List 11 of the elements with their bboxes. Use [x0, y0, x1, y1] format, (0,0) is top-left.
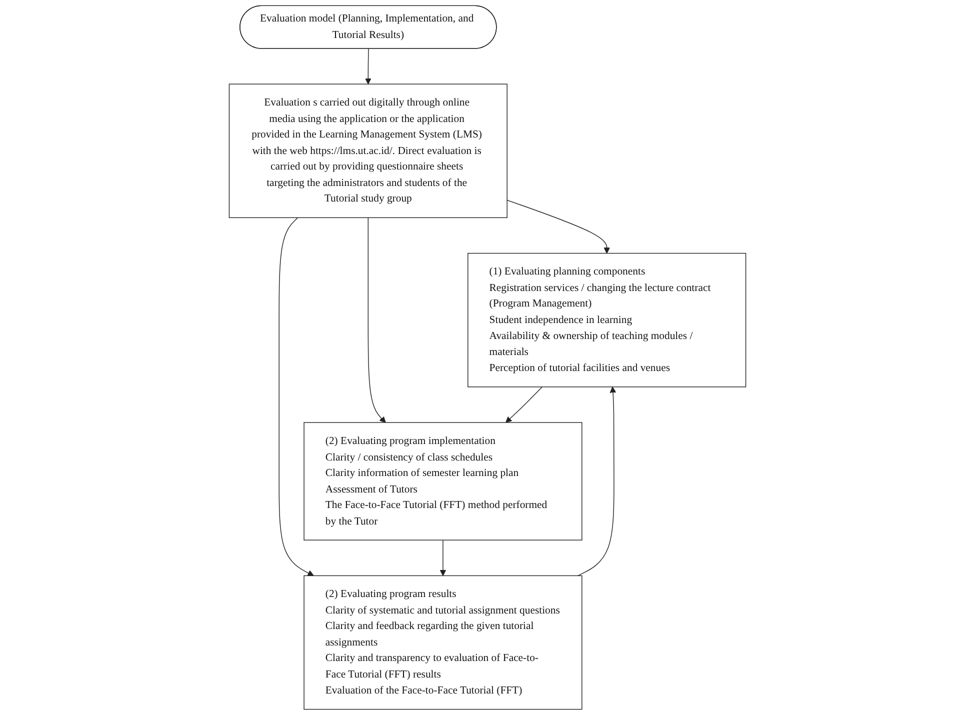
arrow [365, 48, 372, 84]
node-box: Evaluation s carried out digitally through online media using the application or the application provided in the Learning Management System (LMS) with the web https://lms.ut.ac.id/. Direct evaluation is carried out by providing questionnaire sheets targeting the administrators and students of the Tutorial study group [228, 84, 508, 218]
node-box: (2) Evaluating program results Clarity of systematic and tutorial assignment questions Clarity and feedback regarding the given tutorial assignments Clarity and transparency to evaluation of Face-to-Face Tutorial (FFT) results Evaluation of the Face-to-Face Tutorial (FFT) [304, 575, 582, 710]
arrow [578, 386, 616, 576]
node-box: (2) Evaluating program implementation Clarity / consistency of class schedules Clarity information of semester learning plan Assessment of Tutors The Face-to-Face Tutorial (FFT) method performed by the Tutor [304, 422, 582, 540]
arrow [440, 540, 446, 576]
arrow [368, 217, 386, 423]
arrow [278, 217, 314, 576]
node-box: (1) Evaluating planning components Registration services / changing the lecture contract (Program Management) Student independence in learning Availability & ownership of teaching modules / materials Perception of tutorial facilities and venues [468, 252, 746, 388]
arrow [506, 386, 543, 423]
arrow [506, 200, 610, 254]
